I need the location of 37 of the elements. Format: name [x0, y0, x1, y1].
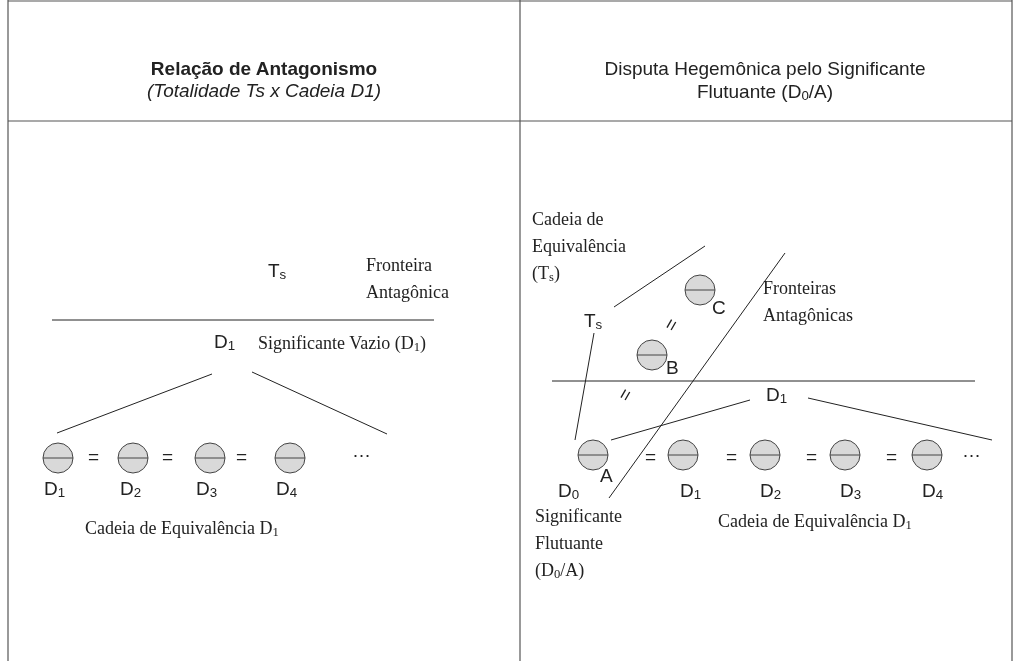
symbol-label: D$_{1}$: [680, 480, 702, 503]
equals-sign: =: [162, 446, 174, 468]
column-heading: Disputa Hegemônica pelo Significante Flutuante (D$_{0}$/A): [603, 58, 927, 104]
symbol-label: D$_{2}$: [120, 478, 142, 501]
symbol-label: T$_{s}$: [268, 260, 287, 283]
symbol-label: D$_{4}$: [922, 480, 944, 503]
point-label: B: [666, 357, 679, 379]
equals-sign: =: [806, 446, 818, 468]
symbol-label: D$_{1}$: [766, 384, 788, 407]
annotation: Fronteiras Antagônicas: [763, 277, 854, 327]
equals-sign: =: [886, 446, 898, 468]
annotation: Cadeia de Equivalência D$_{1}$: [718, 510, 912, 534]
column-subheading: (Totalidade Ts x Cadeia D1): [145, 80, 383, 103]
symbol-label: D$_{4}$: [276, 478, 298, 501]
annotation: Significante Vazio (D$_{1}$): [258, 332, 426, 356]
symbol-label: D$_{0}$: [558, 480, 580, 503]
equals-sign: =: [645, 446, 657, 468]
equals-sign: =: [236, 446, 248, 468]
column-heading: Relação de Antagonismo: [149, 58, 379, 81]
annotation: Significante Flutuante (D$_{0}$/A): [535, 505, 623, 583]
point-label: C: [712, 297, 726, 319]
symbol-label: D$_{1}$: [44, 478, 66, 501]
annotation: Cadeia de Equivalência (T$_{s}$): [532, 208, 627, 286]
ellipsis: …: [352, 440, 371, 462]
annotation: Cadeia de Equivalência D$_{1}$: [85, 517, 279, 541]
symbol-label: T$_{s}$: [584, 310, 603, 333]
equals-sign: =: [88, 446, 100, 468]
symbol-label: D$_{3}$: [196, 478, 218, 501]
symbol-label: D$_{1}$: [214, 331, 236, 354]
equals-sign: =: [726, 446, 738, 468]
symbol-label: D$_{3}$: [840, 480, 862, 503]
symbol-label: D$_{2}$: [760, 480, 782, 503]
equals-sign: =: [613, 384, 638, 406]
equals-sign: =: [659, 314, 684, 336]
annotation: Fronteira Antagônica: [366, 254, 450, 304]
point-label: A: [600, 465, 613, 487]
ellipsis: …: [962, 440, 981, 462]
